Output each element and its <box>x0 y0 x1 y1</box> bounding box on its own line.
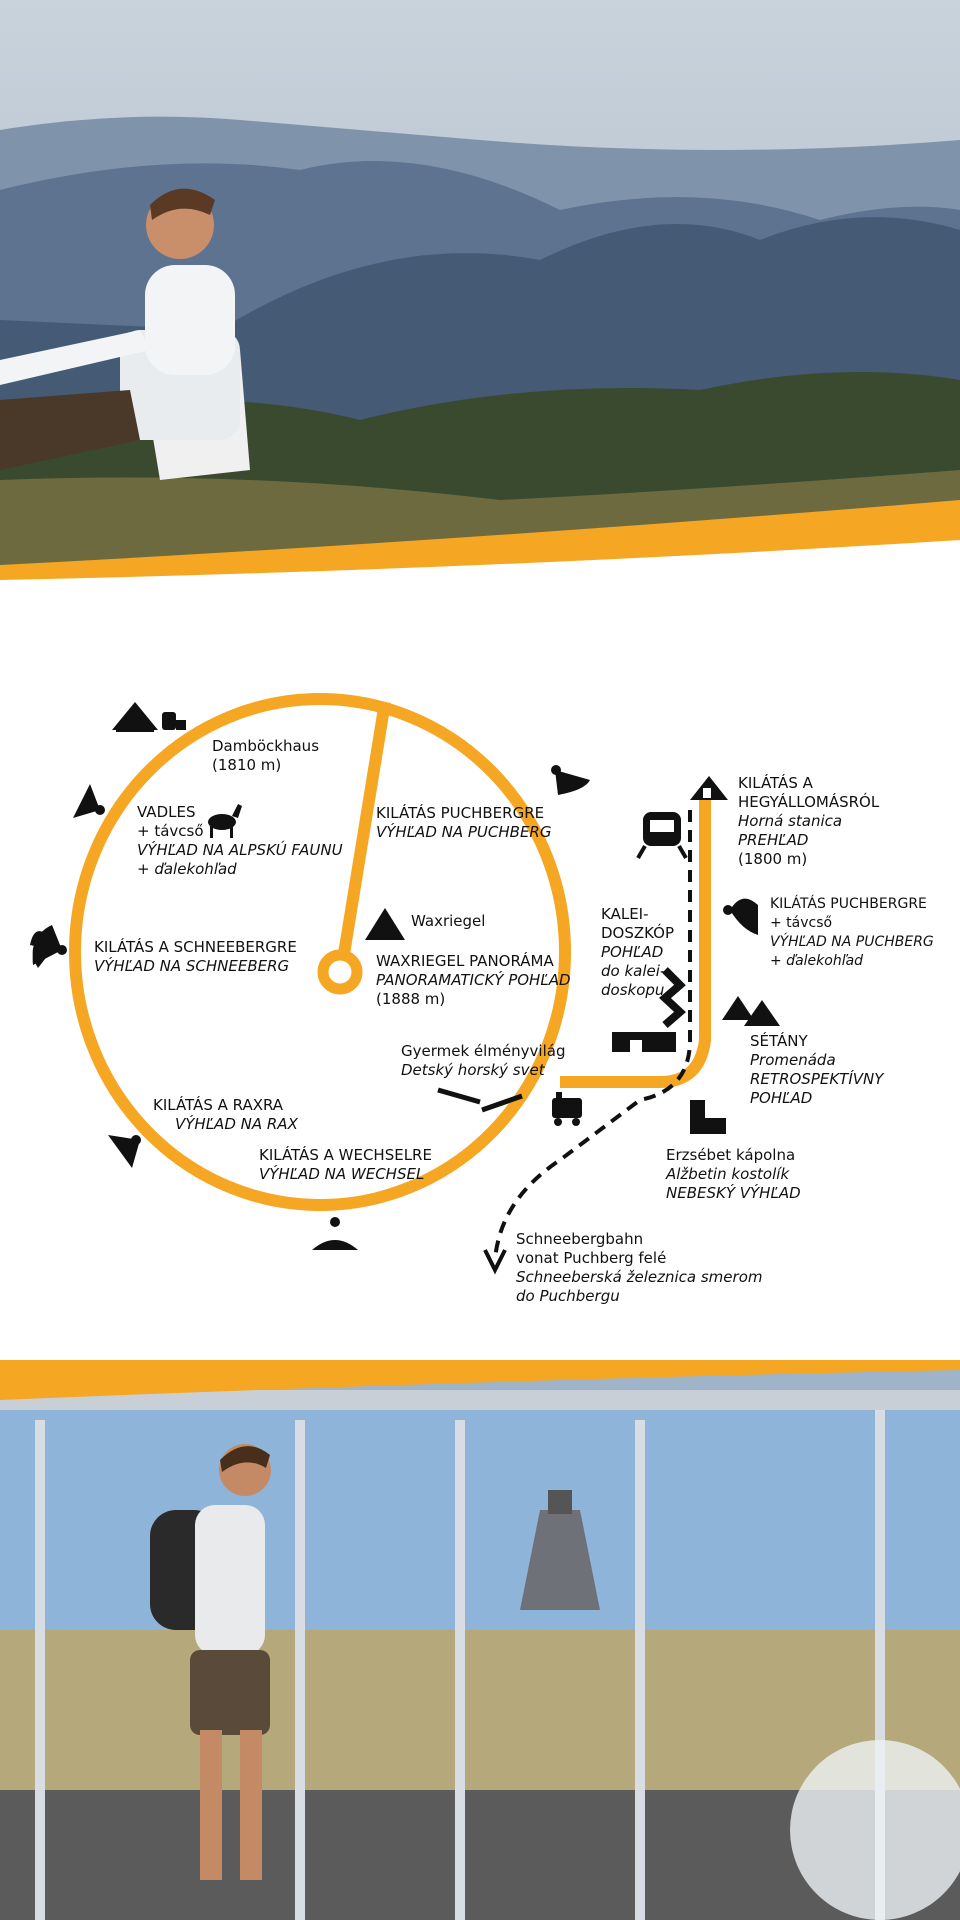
kids-area-icon <box>437 1087 523 1113</box>
bottom-photo <box>0 1360 960 1920</box>
connector-trail <box>560 790 711 1088</box>
panorama-point <box>317 949 363 995</box>
viewpoint-fan-icon <box>73 784 105 818</box>
viewpoint-fan-icon <box>551 765 590 795</box>
tents-icon <box>722 996 780 1026</box>
damboeckhaus-label: Damböckhaus(1810 m) <box>212 737 320 774</box>
circular-trail <box>69 693 571 1211</box>
chamois-icon <box>208 804 242 838</box>
viewpoint-fan-icon <box>32 925 67 965</box>
puchberg-right-label: KILÁTÁS PUCHBERGRE+ távcső VÝHĽAD NA PUC… <box>770 896 934 969</box>
trail-spoke <box>337 701 391 961</box>
hut-icon <box>112 702 186 732</box>
kaleidoscope-building-icon <box>612 967 686 1052</box>
viewpoint-fan-icon <box>723 898 758 935</box>
vadles-label: VADLES+ távcső VÝHĽAD NA ALPSKÚ FAUNU+ ď… <box>137 803 343 878</box>
peak-triangle-icon <box>365 908 405 940</box>
waxriegel-label: Waxriegel <box>411 912 486 930</box>
station-hut-icon <box>690 776 728 800</box>
top-photo <box>0 0 960 580</box>
viewpoint-fan-icon <box>108 1135 141 1168</box>
chapel-icon <box>690 1100 726 1134</box>
viewpoint-fan-icon <box>312 1217 358 1250</box>
railway-line <box>493 810 692 1261</box>
arrow-down-icon <box>483 1249 507 1275</box>
train-icon <box>636 812 688 860</box>
small-train-icon <box>552 1092 582 1126</box>
